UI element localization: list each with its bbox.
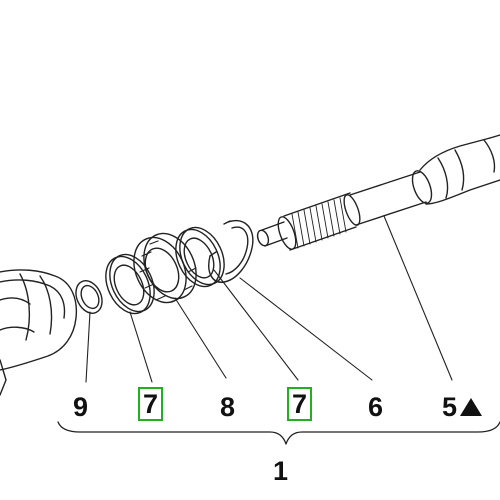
shim-ring-7a bbox=[105, 253, 155, 315]
housing-part bbox=[0, 269, 78, 396]
leader-lines bbox=[85, 215, 453, 383]
snap-ring-9 bbox=[75, 280, 103, 314]
circlip-6 bbox=[208, 219, 254, 283]
callout-8: 8 bbox=[220, 392, 236, 422]
triangle-icon bbox=[460, 398, 483, 416]
shim-ring-7b bbox=[175, 226, 225, 288]
callout-6: 6 bbox=[368, 392, 384, 422]
callout-7-left: 7 bbox=[138, 387, 164, 421]
callout-5-label: 5 bbox=[442, 392, 458, 422]
callout-7-right: 7 bbox=[287, 387, 313, 421]
callout-5: 5 bbox=[442, 392, 483, 422]
callout-9: 9 bbox=[73, 392, 89, 422]
bearing-8 bbox=[133, 232, 197, 304]
group-bracket bbox=[57, 421, 500, 445]
callout-1-group: 1 bbox=[273, 456, 289, 486]
drive-shaft-5 bbox=[256, 134, 500, 251]
